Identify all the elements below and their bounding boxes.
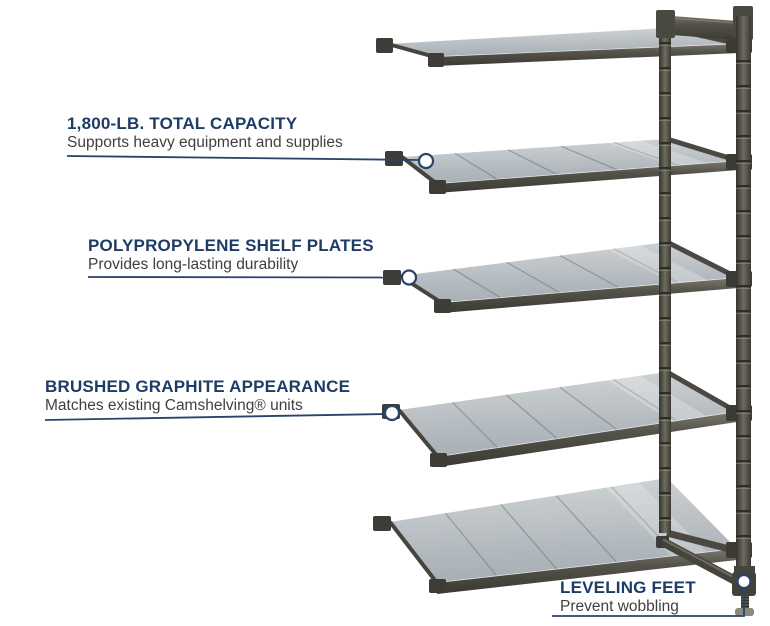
plate-seam <box>506 261 561 294</box>
diagonal-brace <box>656 536 743 587</box>
shelf-4 <box>385 136 740 194</box>
corner-connector <box>434 299 451 313</box>
leader-line-capacity <box>66 155 420 161</box>
corner-connector <box>428 53 444 67</box>
callout-description: Prevent wobbling <box>560 598 679 615</box>
back-post-cap <box>656 10 675 38</box>
plate-sheen <box>608 375 708 422</box>
plate-seam <box>555 495 618 564</box>
plate-seam <box>507 149 559 176</box>
plate-seam <box>505 394 558 440</box>
shelf-left-rim <box>400 155 439 186</box>
plate-sheen <box>608 140 709 166</box>
callout-dot-capacity <box>417 152 435 170</box>
shelf-front-rail <box>437 549 737 594</box>
callout-title: LEVELING FEET <box>560 578 696 597</box>
corner-connector <box>429 579 446 593</box>
callout-shelf-plates: POLYPROPYLENE SHELF PLATES Provides long… <box>88 236 374 274</box>
plate-seam <box>454 152 498 180</box>
back-post <box>659 14 671 533</box>
plate-seam <box>559 386 618 431</box>
plate-seam <box>444 512 498 577</box>
callout-dot-shelf-plates <box>400 269 418 286</box>
callout-leaders <box>44 152 752 617</box>
callout-capacity: 1,800-LB. TOTAL CAPACITY Supports heavy … <box>67 114 343 152</box>
shelf-left-rim <box>388 520 439 585</box>
plate-seam <box>500 504 558 570</box>
shelf-3 <box>383 239 740 313</box>
shelf-plate <box>388 28 740 57</box>
callout-title: 1,800-LB. TOTAL CAPACITY <box>67 114 298 133</box>
plate-seam <box>452 401 499 449</box>
corner-connector <box>385 151 403 166</box>
front-post <box>736 16 751 572</box>
plate-sheen <box>608 245 709 284</box>
callout-description: Matches existing Camshelving® units <box>45 397 303 414</box>
plate-seam <box>559 255 620 289</box>
plate-seam <box>453 268 502 299</box>
foot-stem <box>741 596 749 609</box>
callout-appearance: BRUSHED GRAPHITE APPEARANCE Matches exis… <box>45 377 350 415</box>
shelf-1 <box>373 478 738 594</box>
leader-line-shelf-plates <box>87 276 402 279</box>
shelf-right-channel <box>665 239 740 281</box>
shelf-plate <box>399 372 737 457</box>
shelf-left-rim <box>397 408 440 459</box>
plate-seam <box>560 145 619 171</box>
leader-line-leveling-feet <box>552 588 745 617</box>
shelf-right-channel <box>666 529 738 555</box>
callout-leveling-feet: LEVELING FEET Prevent wobbling <box>560 578 696 616</box>
shelf-plate <box>390 478 737 583</box>
corner-connector <box>376 38 393 53</box>
callout-title: BRUSHED GRAPHITE APPEARANCE <box>45 377 351 396</box>
corner-connector <box>373 516 391 531</box>
brace-highlight <box>662 538 741 582</box>
callout-description: Supports heavy equipment and supplies <box>67 134 343 151</box>
callout-dot-appearance <box>383 404 401 422</box>
corner-connector <box>430 453 447 467</box>
foot-joint <box>734 566 755 576</box>
callout-title: POLYPROPYLENE SHELF PLATES <box>88 236 374 255</box>
shelf-right-channel <box>665 369 739 415</box>
shelf-left-rim <box>387 42 436 59</box>
callout-description: Provides long-lasting durability <box>88 256 299 273</box>
callout-dot-leveling-feet <box>736 573 752 590</box>
shelf-2 <box>382 369 739 467</box>
corner-connector <box>429 180 446 194</box>
leader-line-appearance <box>44 413 386 421</box>
